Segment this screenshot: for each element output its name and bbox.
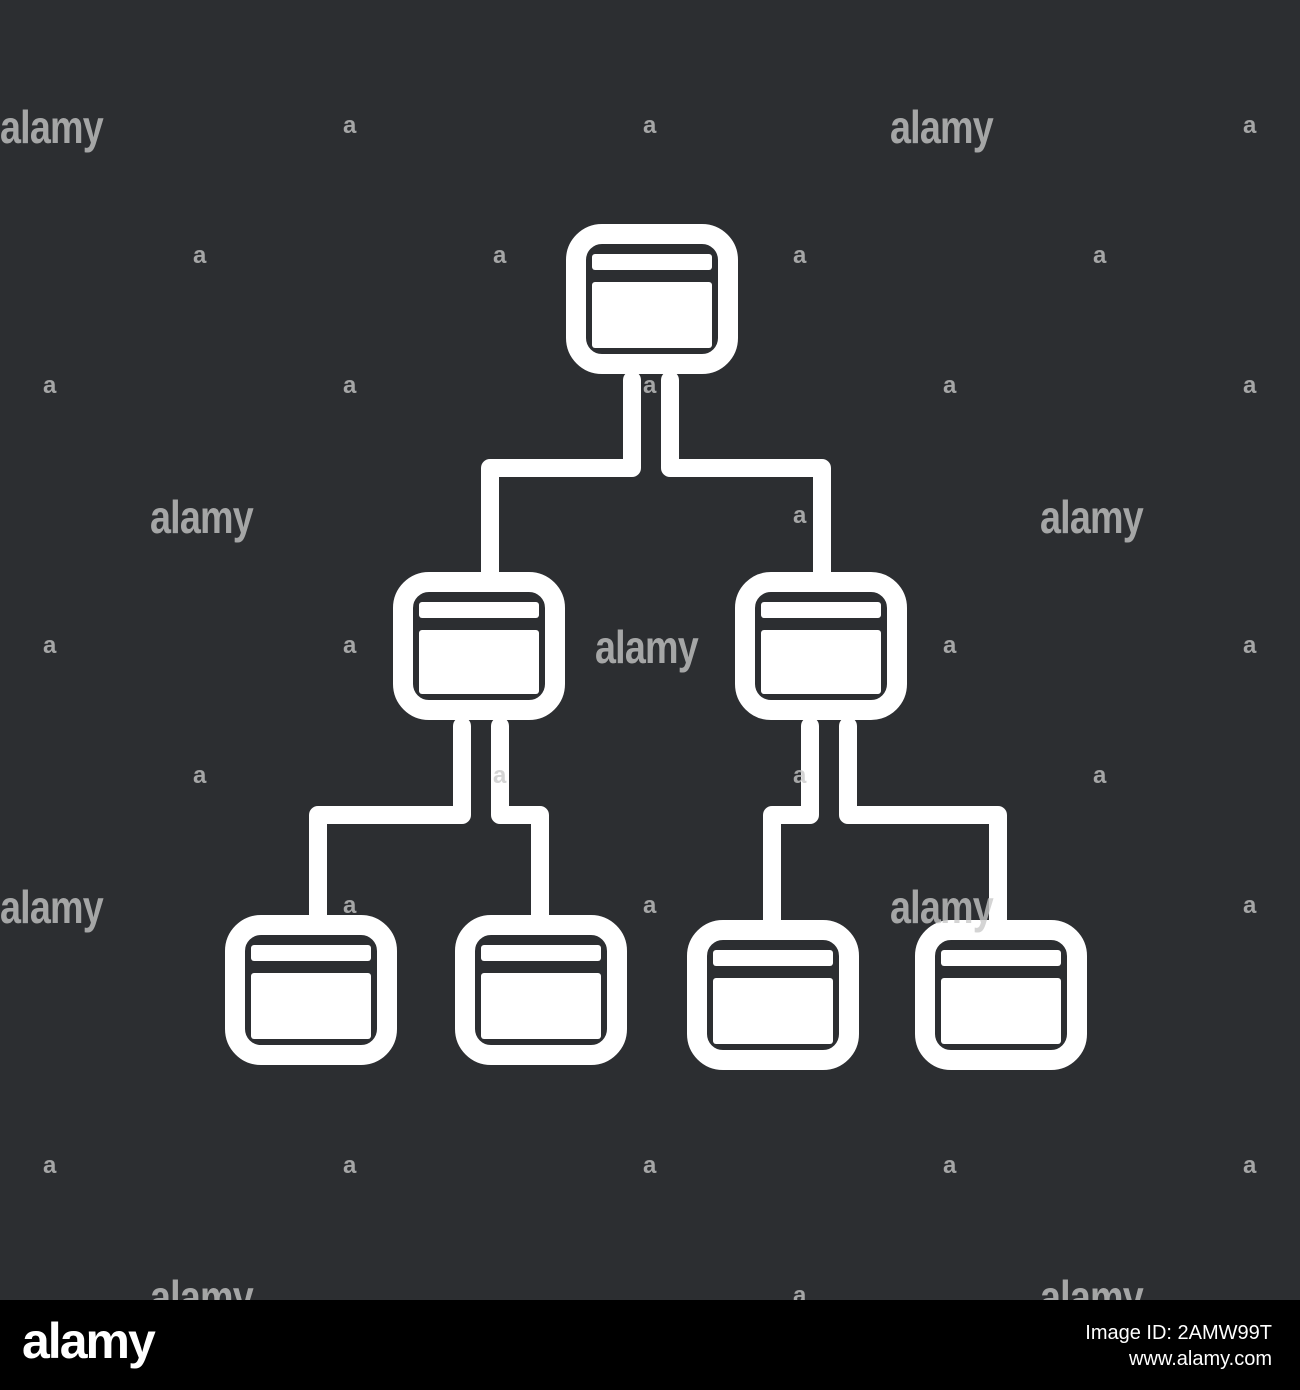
connector-lines bbox=[309, 371, 1007, 939]
node-header-bar bbox=[419, 602, 539, 618]
connector-midright-leaf4 bbox=[839, 717, 1007, 939]
connector-root-midright bbox=[661, 371, 831, 589]
node-body-block bbox=[419, 630, 539, 694]
tree-node-leaf-1 bbox=[225, 915, 397, 1065]
node-header-bar bbox=[481, 945, 601, 961]
node-body-block bbox=[481, 973, 601, 1039]
node-header-bar bbox=[251, 945, 371, 961]
node-frame bbox=[393, 572, 565, 720]
tree-node-leaf-4 bbox=[915, 920, 1087, 1070]
node-header-bar bbox=[941, 950, 1061, 966]
tree-node-leaf-3 bbox=[687, 920, 859, 1070]
connector-midright-leaf3 bbox=[763, 717, 819, 939]
node-body-block bbox=[761, 630, 881, 694]
node-body-block bbox=[713, 978, 833, 1044]
connector-root-midleft bbox=[481, 371, 641, 589]
node-header-bar bbox=[713, 950, 833, 966]
image-id-label: Image ID: 2AMW99T bbox=[1085, 1322, 1272, 1344]
tree-nodes bbox=[225, 224, 1087, 1070]
node-header-bar bbox=[592, 254, 712, 270]
connector-midleft-leaf2 bbox=[491, 717, 549, 934]
node-header-bar bbox=[761, 602, 881, 618]
tree-node-mid-right bbox=[735, 572, 907, 720]
site-label: www.alamy.com bbox=[1129, 1348, 1272, 1370]
footer-bar: alamy Image ID: 2AMW99T www.alamy.com bbox=[0, 1300, 1300, 1390]
tree-node-mid-left bbox=[393, 572, 565, 720]
node-frame bbox=[915, 920, 1087, 1070]
tree-node-leaf-2 bbox=[455, 915, 627, 1065]
footer-logo: alamy bbox=[22, 1313, 156, 1369]
hierarchy-diagram bbox=[225, 224, 1087, 1070]
node-frame bbox=[687, 920, 859, 1070]
node-body-block bbox=[941, 978, 1061, 1044]
footer-info: Image ID: 2AMW99T www.alamy.com bbox=[1085, 1320, 1272, 1372]
node-frame bbox=[455, 915, 627, 1065]
node-frame bbox=[735, 572, 907, 720]
tree-node-root bbox=[566, 224, 738, 374]
connector-midleft-leaf1 bbox=[309, 717, 471, 934]
node-frame bbox=[225, 915, 397, 1065]
node-frame bbox=[566, 224, 738, 374]
node-body-block bbox=[592, 282, 712, 348]
node-body-block bbox=[251, 973, 371, 1039]
